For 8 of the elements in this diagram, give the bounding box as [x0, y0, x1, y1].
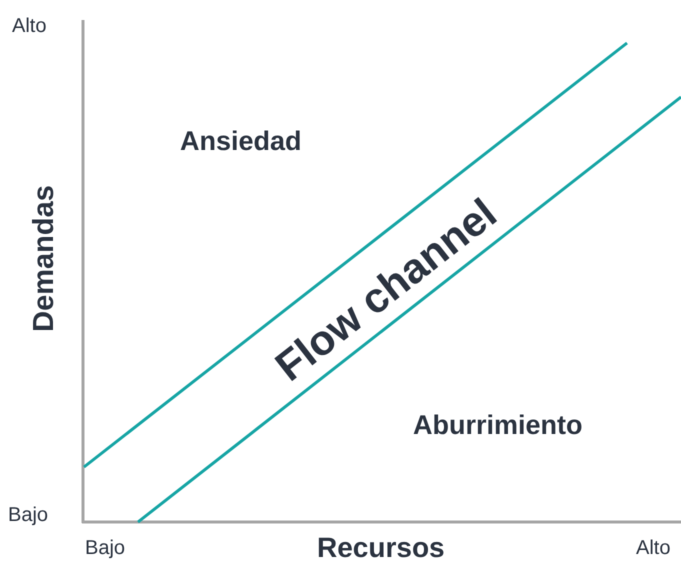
region-label: Aburrimiento — [413, 412, 583, 439]
axis-tick-label: Alto — [12, 16, 46, 36]
axis-tick-label: Alto — [636, 538, 670, 558]
axis-title: Demandas — [29, 184, 58, 332]
axis-tick-label: Bajo — [85, 538, 126, 558]
region-label: Ansiedad — [180, 128, 302, 155]
axis-tick-label: Bajo — [8, 505, 48, 525]
axis-title: Recursos — [317, 534, 445, 561]
